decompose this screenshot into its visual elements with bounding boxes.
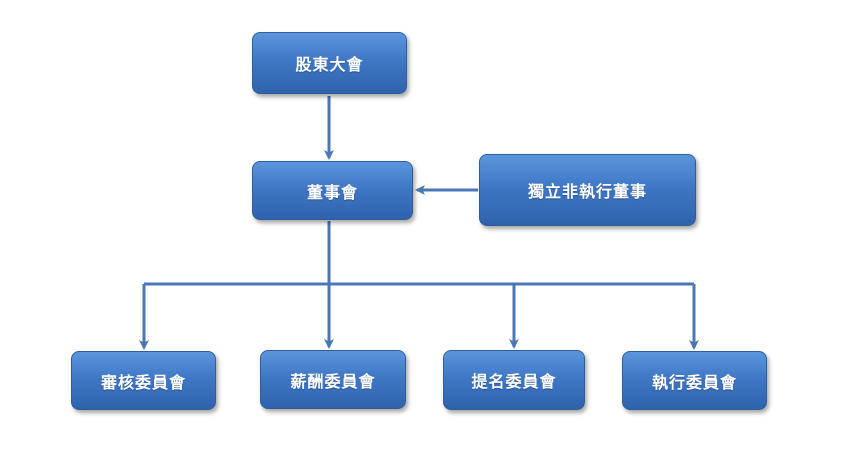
executive-committee-box: 執行委員會 bbox=[622, 351, 767, 410]
audit-committee-box: 審核委員會 bbox=[71, 351, 216, 410]
remuneration-committee-label: 薪酬委員會 bbox=[290, 371, 376, 391]
independent-directors-label: 獨立非執行董事 bbox=[527, 182, 647, 201]
board-label: 董事會 bbox=[306, 182, 358, 202]
shareholders-meeting-label: 股東大會 bbox=[295, 55, 364, 74]
board-box: 董事會 bbox=[252, 161, 413, 220]
remuneration-committee-box: 薪酬委員會 bbox=[260, 350, 406, 409]
audit-committee-label: 審核委員會 bbox=[100, 372, 186, 392]
independent-directors-box: 獨立非執行董事 bbox=[479, 154, 696, 226]
nomination-committee-label: 提名委員會 bbox=[471, 372, 557, 391]
shareholders-meeting-box: 股東大會 bbox=[252, 32, 407, 94]
executive-committee-label: 執行委員會 bbox=[651, 372, 737, 392]
nomination-committee-box: 提名委員會 bbox=[443, 350, 585, 410]
